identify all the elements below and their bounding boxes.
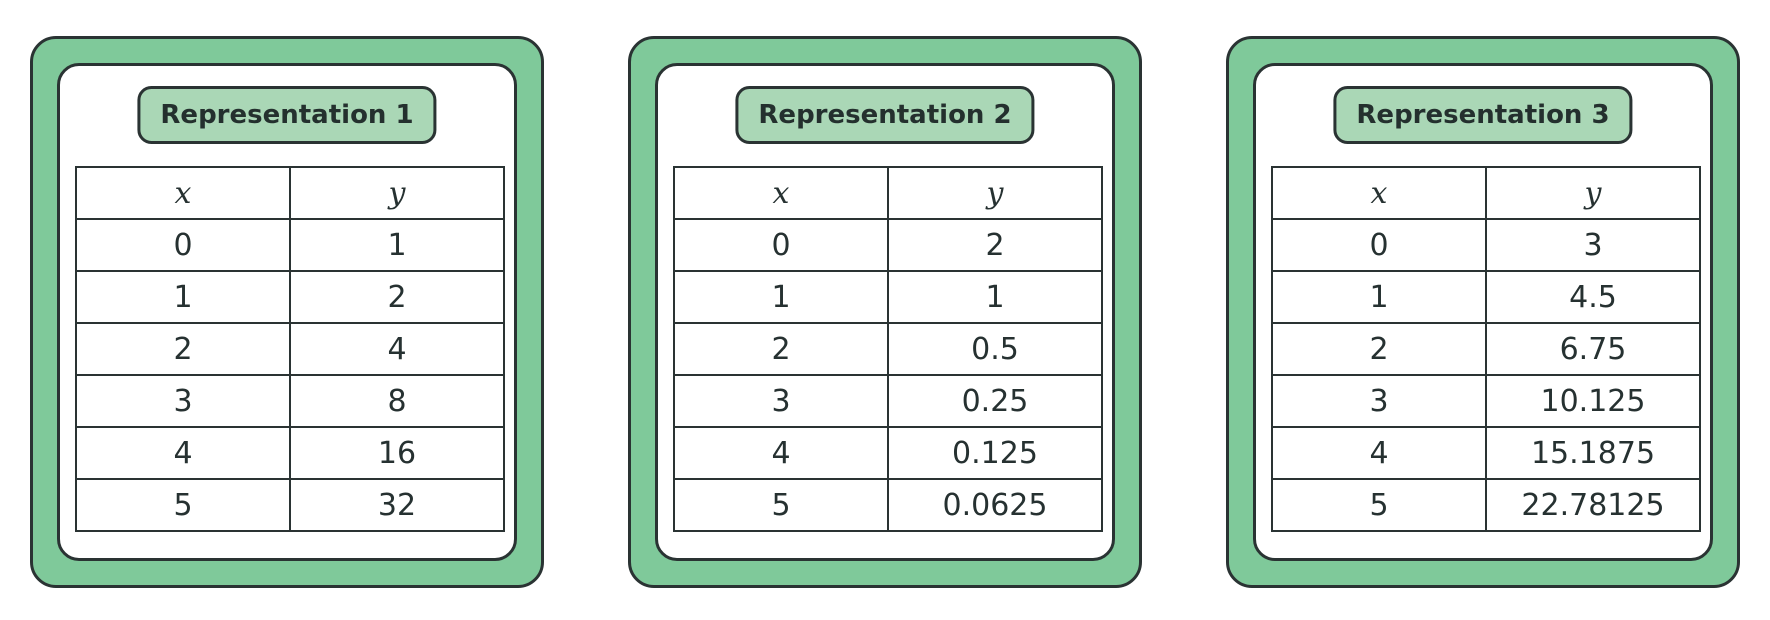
cell-y: 2 bbox=[289, 270, 505, 324]
cell-x: 3 bbox=[75, 374, 291, 428]
cell-x: 4 bbox=[75, 426, 291, 480]
cell-y: 16 bbox=[289, 426, 505, 480]
cell-x: 1 bbox=[673, 270, 889, 324]
cell-y: 4 bbox=[289, 322, 505, 376]
cell-x: 1 bbox=[75, 270, 291, 324]
cell-x: 0 bbox=[673, 218, 889, 272]
cell-y: 0.25 bbox=[887, 374, 1103, 428]
cell-y: 22.78125 bbox=[1485, 478, 1701, 532]
cell-x: 5 bbox=[673, 478, 889, 532]
cell-y: 2 bbox=[887, 218, 1103, 272]
cell-y: 8 bbox=[289, 374, 505, 428]
cell-y: 0.0625 bbox=[887, 478, 1103, 532]
cell-x: 3 bbox=[1271, 374, 1487, 428]
card-title: Representation 3 bbox=[1333, 86, 1633, 144]
cell-y: 0.5 bbox=[887, 322, 1103, 376]
table-header-row: x y bbox=[1271, 166, 1701, 220]
cell-y: 4.5 bbox=[1485, 270, 1701, 324]
header-x: x bbox=[673, 166, 889, 220]
cell-y: 1 bbox=[887, 270, 1103, 324]
cell-y: 1 bbox=[289, 218, 505, 272]
table-header-row: x y bbox=[75, 166, 505, 220]
cell-x: 3 bbox=[673, 374, 889, 428]
header-y: y bbox=[1485, 166, 1701, 220]
card-title: Representation 2 bbox=[735, 86, 1035, 144]
table-header-row: x y bbox=[673, 166, 1103, 220]
header-x: x bbox=[1271, 166, 1487, 220]
cell-y: 15.1875 bbox=[1485, 426, 1701, 480]
cell-y: 32 bbox=[289, 478, 505, 532]
header-y: y bbox=[289, 166, 505, 220]
header-y: y bbox=[887, 166, 1103, 220]
cell-x: 2 bbox=[75, 322, 291, 376]
cell-x: 4 bbox=[673, 426, 889, 480]
cell-x: 2 bbox=[673, 322, 889, 376]
cell-x: 0 bbox=[75, 218, 291, 272]
cell-x: 2 bbox=[1271, 322, 1487, 376]
cell-x: 1 bbox=[1271, 270, 1487, 324]
cell-x: 5 bbox=[1271, 478, 1487, 532]
cell-y: 0.125 bbox=[887, 426, 1103, 480]
card-title: Representation 1 bbox=[137, 86, 437, 144]
header-x: x bbox=[75, 166, 291, 220]
cell-x: 5 bbox=[75, 478, 291, 532]
cell-y: 6.75 bbox=[1485, 322, 1701, 376]
cell-x: 0 bbox=[1271, 218, 1487, 272]
cell-x: 4 bbox=[1271, 426, 1487, 480]
cell-y: 10.125 bbox=[1485, 374, 1701, 428]
cell-y: 3 bbox=[1485, 218, 1701, 272]
